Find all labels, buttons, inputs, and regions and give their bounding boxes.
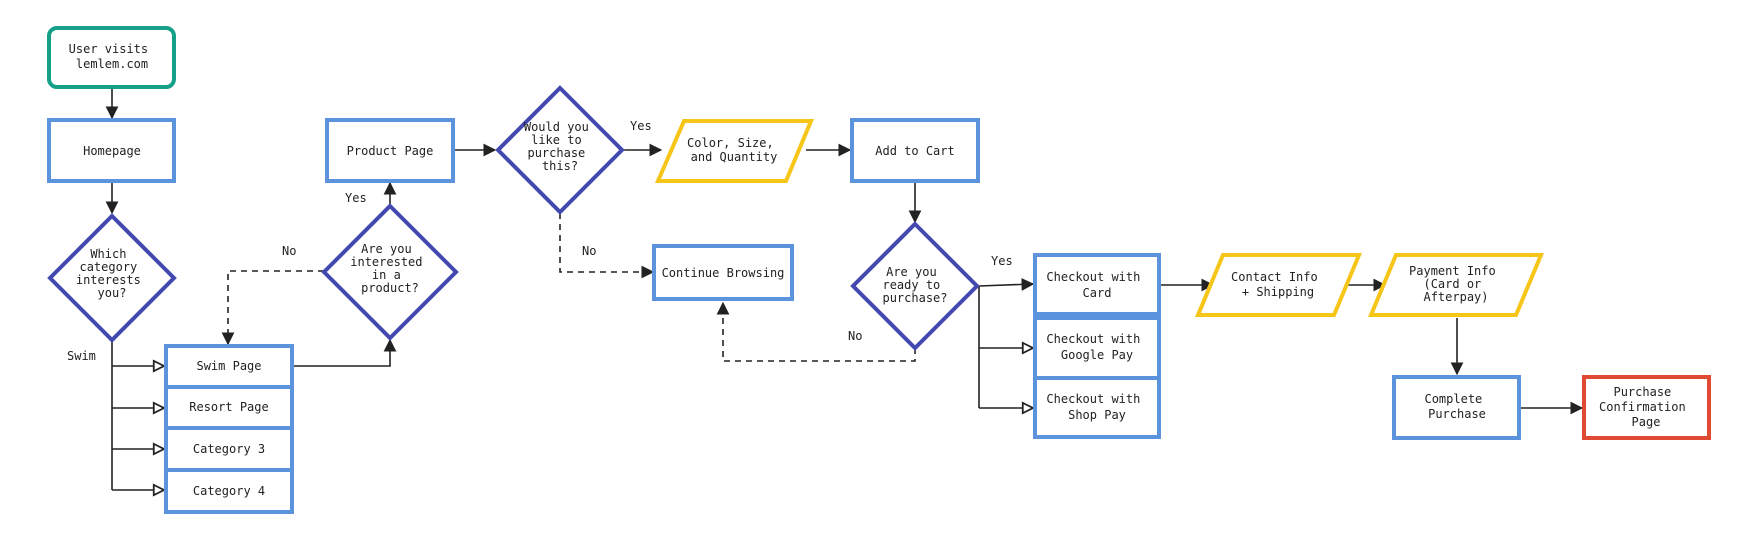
edge-purchase-no	[559, 213, 655, 279]
ready-decision-shape	[850, 221, 980, 351]
category-decision-shape	[47, 213, 177, 343]
category-4-shape	[164, 468, 294, 514]
shapes	[47, 26, 1711, 514]
purchase-decision-label: Would you like to purchase this?	[524, 120, 596, 173]
interested-yes-label: Yes	[345, 191, 367, 205]
homepage-shape	[47, 118, 176, 183]
homepage-label: Homepage	[83, 144, 141, 158]
edge-labels: Swim Yes No Yes No Yes No	[67, 119, 1013, 363]
purchase-decision-shape	[495, 85, 625, 215]
category-3-label: Category 3	[193, 442, 265, 456]
complete-purchase-label: Complete Purchase	[1424, 392, 1489, 421]
checkout-google-shape	[1033, 316, 1161, 380]
category-decision-label: Which category interests you?	[76, 247, 148, 300]
add-to-cart-shape	[850, 118, 980, 183]
complete-purchase-shape	[1392, 375, 1521, 440]
interested-decision-label: Are you interested in a product?	[350, 242, 429, 295]
ready-no-label: No	[848, 329, 862, 343]
checkout-shop-shape	[1033, 376, 1161, 439]
confirmation-label: Purchase Confirmation Page	[1599, 385, 1693, 429]
color-size-shape	[654, 119, 814, 183]
payment-info-shape	[1368, 253, 1544, 317]
checkout-card-label: Checkout with Card	[1046, 270, 1147, 300]
contact-info-label: Contact Info + Shipping	[1231, 270, 1325, 299]
checkout-card-shape	[1033, 253, 1161, 316]
connectors	[105, 89, 1584, 490]
ready-yes-label: Yes	[991, 254, 1013, 268]
contact-info-shape	[1195, 253, 1362, 317]
add-to-cart-label: Add to Cart	[875, 144, 954, 158]
swim-edge-label: Swim	[67, 349, 96, 363]
interested-no-label: No	[282, 244, 296, 258]
start-node-shape	[47, 26, 176, 89]
product-page-shape	[325, 118, 455, 183]
resort-page-label: Resort Page	[189, 400, 268, 414]
purchase-yes-label: Yes	[630, 119, 652, 133]
category-4-label: Category 4	[193, 484, 265, 498]
checkout-google-label: Checkout with Google Pay	[1046, 332, 1147, 362]
edge-ready-no	[716, 301, 916, 362]
payment-info-label: Payment Info (Card or Afterpay)	[1409, 264, 1503, 304]
node-labels: User visits lemlem.com Homepage Which ca…	[69, 42, 1693, 498]
product-page-label: Product Page	[347, 144, 434, 158]
interested-decision-shape	[321, 203, 459, 341]
color-size-label: Color, Size, and Quantity	[687, 136, 781, 164]
start-node-label: User visits lemlem.com	[69, 42, 156, 71]
ready-decision-label: Are you ready to purchase?	[882, 265, 947, 305]
confirmation-shape	[1582, 375, 1711, 440]
purchase-no-label: No	[582, 244, 596, 258]
edge-swim-to-interested	[292, 338, 397, 367]
edge-interested-no	[221, 270, 324, 346]
continue-browsing-label: Continue Browsing	[662, 266, 785, 280]
edge-to-checkout-card	[978, 278, 1035, 291]
swim-page-label: Swim Page	[196, 359, 261, 373]
continue-browsing-shape	[652, 244, 794, 301]
checkout-shop-label: Checkout with Shop Pay	[1046, 392, 1147, 422]
